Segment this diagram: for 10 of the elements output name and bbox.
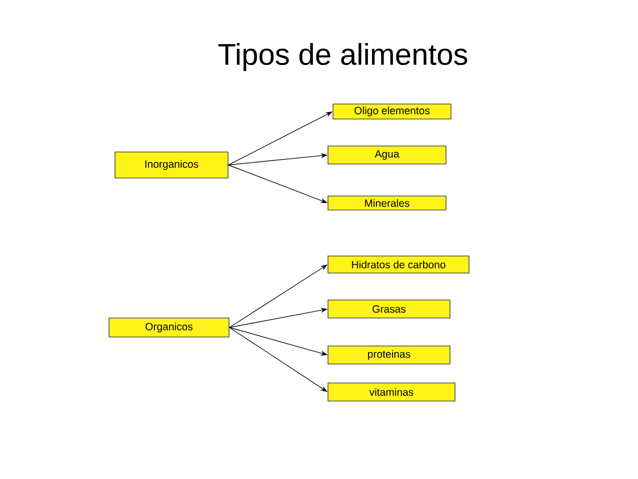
category-box: Inorganicos <box>114 152 228 178</box>
category-box: Minerales <box>328 196 446 210</box>
category-box: Hidratos de carbono <box>328 256 470 274</box>
category-box: Organicos <box>108 318 230 338</box>
category-box: vitaminas <box>328 382 456 402</box>
category-box: Oligo elementos <box>332 104 452 120</box>
category-box: proteinas <box>328 346 450 364</box>
category-box: Grasas <box>328 300 450 318</box>
title: Tipos de alimentos <box>218 43 468 71</box>
category-box: Agua <box>328 146 446 164</box>
